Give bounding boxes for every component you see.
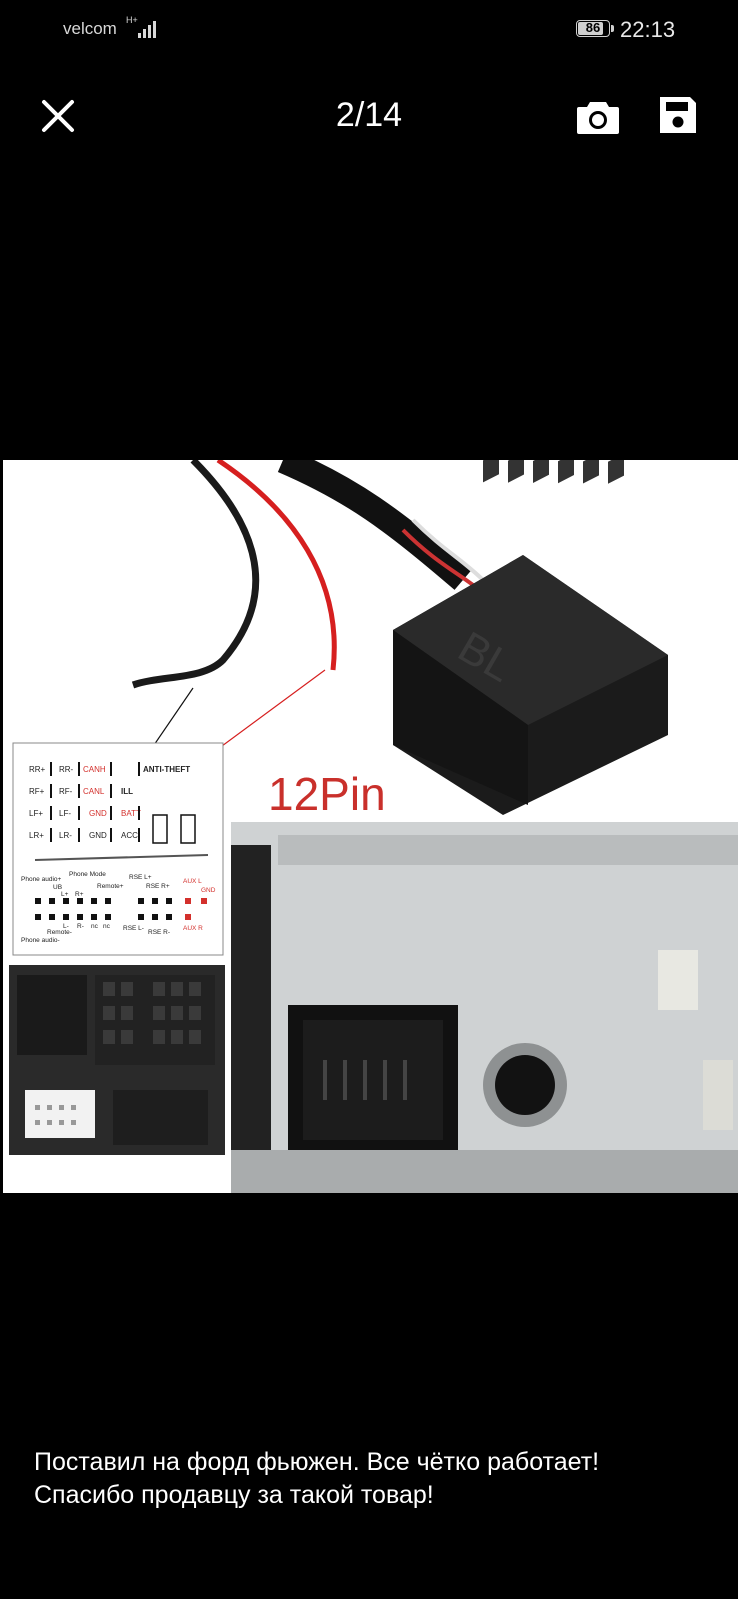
pinout-aux-label: R- xyxy=(77,923,84,930)
pinout-label: GND xyxy=(89,831,107,840)
pinout-label: RF- xyxy=(59,787,73,796)
pinout-label: ILL xyxy=(121,787,133,796)
pinout-aux-label: R+ xyxy=(75,891,84,898)
review-text: Поставил на форд фьюжен. Все чётко работ… xyxy=(34,1446,724,1512)
pinout-aux-label: UB xyxy=(53,884,62,891)
pinout-aux-label: AUX R xyxy=(183,925,203,932)
pinout-label: LR+ xyxy=(29,831,44,840)
pinout-aux-label: Remote- xyxy=(47,929,72,936)
pinout-label: RR+ xyxy=(29,765,46,774)
pinout-aux-label: nc xyxy=(91,923,99,930)
pinout-label: LF+ xyxy=(29,809,43,818)
pin-count-label: 12Pin xyxy=(268,768,386,820)
pinout-label: ACC xyxy=(121,831,138,840)
pinout-label: LF- xyxy=(59,809,71,818)
status-bar: velcom H+ 86 22:13 xyxy=(0,0,738,58)
save-icon xyxy=(660,97,696,133)
photo-illustration: BL 12Pin RR+ RR- CANH ANTI-THEFT RF+ RF-… xyxy=(9,460,738,1193)
battery-fill xyxy=(578,22,603,35)
product-photo[interactable]: BL 12Pin RR+ RR- CANH ANTI-THEFT RF+ RF-… xyxy=(3,460,738,1193)
pinout-label-highlight: CANL xyxy=(83,787,105,796)
pinout-aux-label: RSE R- xyxy=(148,929,170,936)
pinout-aux-label: Phone Mode xyxy=(69,871,106,878)
pinout-aux-label: nc xyxy=(103,923,111,930)
pinout-aux-label: L- xyxy=(63,923,69,930)
pinout-aux-label: L+ xyxy=(61,891,69,898)
battery-tip xyxy=(611,25,614,32)
battery-icon: 86 xyxy=(576,20,610,37)
close-icon xyxy=(42,100,74,132)
page-counter: 2/14 xyxy=(335,96,403,134)
pinout-label: RR- xyxy=(59,765,74,774)
pinout-aux-label: Phone audio- xyxy=(21,937,60,944)
pinout-label-highlight: BATT xyxy=(121,809,141,818)
viewer-toolbar: 2/14 xyxy=(0,80,738,152)
review-line-2: Спасибо продавцу за такой товар! xyxy=(34,1481,434,1509)
pinout-aux-label: RSE R+ xyxy=(146,883,170,890)
battery-level: 86 xyxy=(585,20,601,35)
camera-button[interactable] xyxy=(575,94,621,138)
close-button[interactable] xyxy=(36,94,80,138)
camera-icon xyxy=(577,102,619,134)
signal-icon xyxy=(138,21,156,38)
pinout-aux-label: Remote+ xyxy=(97,883,124,890)
carrier-name: velcom xyxy=(63,19,117,38)
pinout-aux-label: RSE L- xyxy=(123,925,144,932)
pinout-label-highlight: CANH xyxy=(83,765,106,774)
review-line-1: Поставил на форд фьюжен. Все чётко работ… xyxy=(34,1448,600,1476)
clock: 22:13 xyxy=(620,17,676,42)
pinout-label: LR- xyxy=(59,831,72,840)
pinout-aux-label: Phone audio+ xyxy=(21,876,62,883)
pinout-aux-label: GND xyxy=(201,887,216,894)
pinout-label: RF+ xyxy=(29,787,45,796)
network-type: H+ xyxy=(126,15,138,25)
save-button[interactable] xyxy=(656,93,700,137)
pinout-label-highlight: GND xyxy=(89,809,107,818)
pinout-label: ANTI-THEFT xyxy=(143,765,190,774)
pinout-aux-label: RSE L+ xyxy=(129,874,152,881)
pinout-aux-label: AUX L xyxy=(183,878,202,885)
